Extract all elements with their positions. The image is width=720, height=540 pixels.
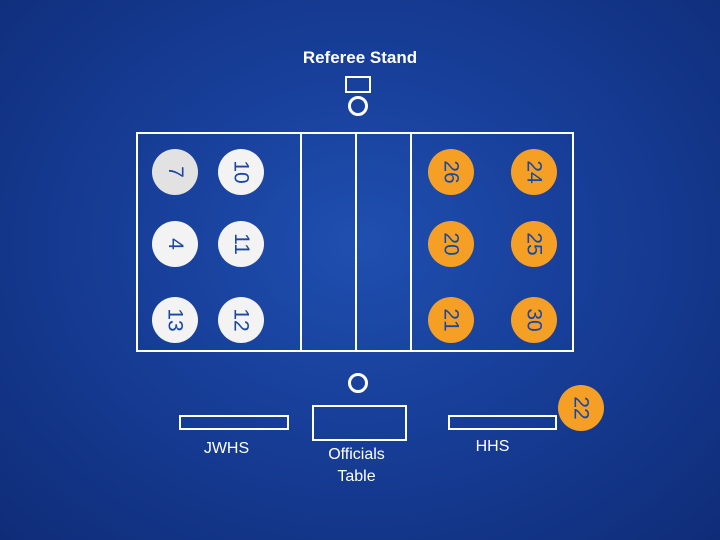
referee-stand-label: Referee Stand [302,48,418,67]
officials-label-line1: Officials [328,446,385,463]
jwhs-player-11: 11 [218,221,264,267]
attack-line-right [410,132,412,352]
hhs-player-30: 30 [511,297,557,343]
hhs-player-21: 21 [428,297,474,343]
jwhs-player-13: 13 [152,297,198,343]
jwhs-player-12: 12 [218,297,264,343]
referee-circle [348,96,368,116]
hhs-player-25: 25 [511,221,557,267]
hhs-player-22: 22 [558,385,604,431]
center-net-line [355,132,357,352]
officials-label-line2: Table [337,468,376,485]
jwhs-player-7: 7 [152,149,198,195]
jwhs-label: JWHS [203,440,250,457]
line-judge-circle [348,373,368,393]
hhs-player-20: 20 [428,221,474,267]
jwhs-player-10: 10 [218,149,264,195]
hhs-player-26: 26 [428,149,474,195]
hhs-bench [448,415,557,430]
attack-line-left [300,132,302,352]
referee-stand [345,76,371,93]
jwhs-player-4: 4 [152,221,198,267]
hhs-player-24: 24 [511,149,557,195]
hhs-label: HHS [475,438,510,455]
jwhs-bench [179,415,289,430]
officials-table [312,405,407,441]
